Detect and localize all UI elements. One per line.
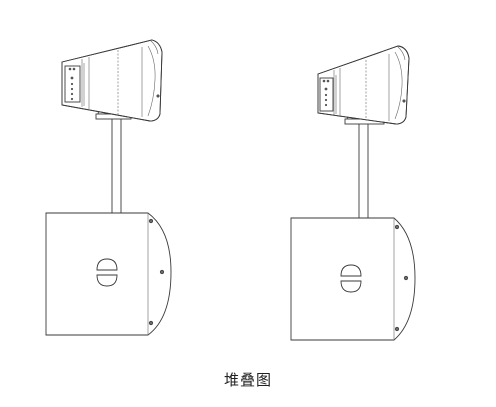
right-sub-screw-mid [403, 275, 409, 281]
diagram-caption: 堆叠图 [223, 371, 272, 389]
right-top-speaker [317, 45, 410, 125]
right-mounting-pole [358, 122, 369, 218]
right-sub-handle [340, 264, 362, 293]
left-sub-screw-bottom [148, 320, 154, 326]
right-subwoofer-cabinet [290, 217, 416, 341]
right-sub-screw-bottom [394, 326, 400, 332]
left-sub-screw-mid [159, 269, 165, 275]
left-subwoofer-cabinet [45, 212, 172, 336]
right-sub-screw-top [394, 224, 400, 230]
left-sub-handle [96, 258, 118, 287]
left-speaker-stack [45, 39, 172, 336]
left-mounting-pole [111, 118, 122, 213]
left-sub-screw-top [148, 218, 154, 224]
left-top-speaker [61, 39, 163, 122]
right-speaker-stack [290, 45, 416, 341]
